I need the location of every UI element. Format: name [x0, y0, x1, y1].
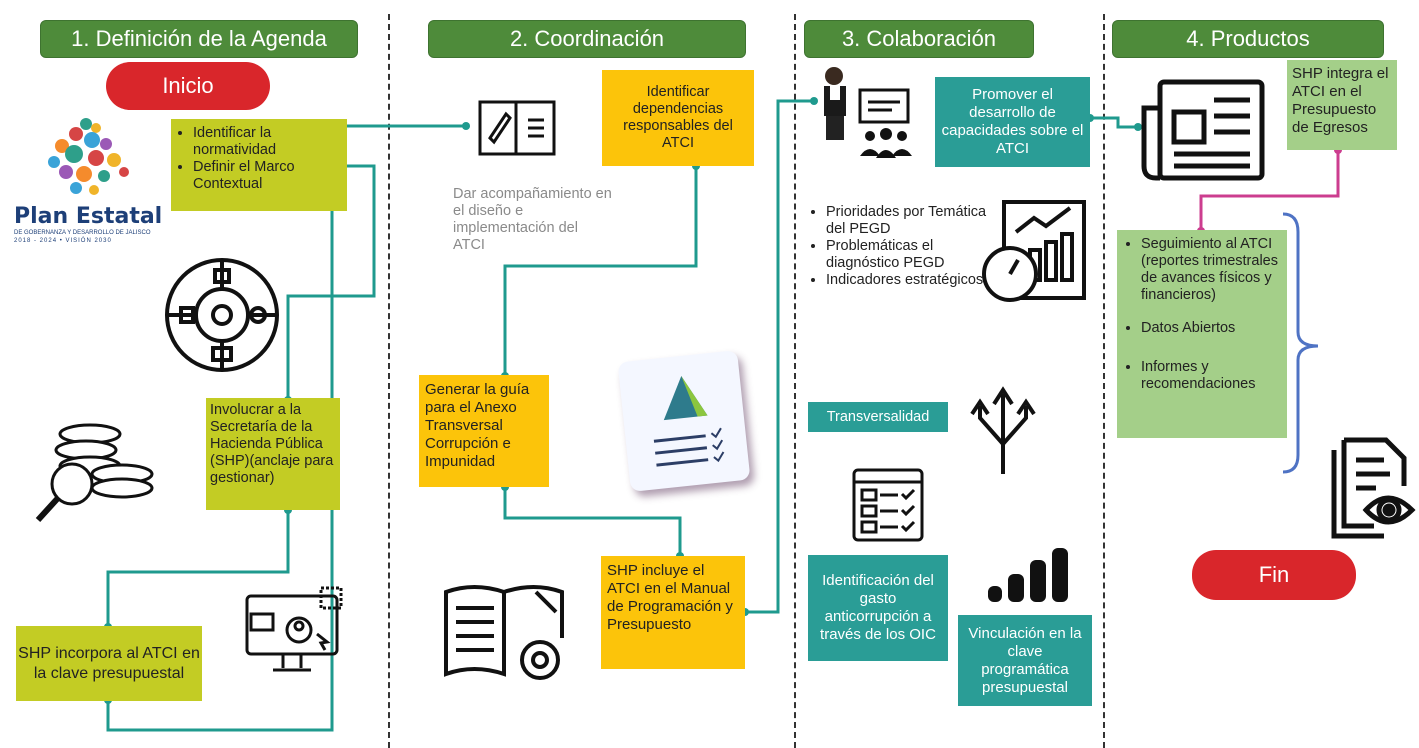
coord-box-identificar: Identificar dependencias responsables de… [602, 70, 754, 166]
plan-estatal-logo: Plan Estatal DE GOBERNANZA Y DESARROLLO … [14, 110, 164, 250]
end-pill: Fin [1192, 550, 1356, 600]
colab-box-promover: Promover el desarrollo de capacidades so… [935, 77, 1090, 167]
column-divider-3 [1103, 14, 1105, 748]
agenda-box-normatividad: Identificar la normatividad Definir el M… [171, 119, 347, 211]
priority-item-3: Indicadores estratégicos [826, 272, 998, 289]
agenda-box-clave: SHP incorpora al ATCI en la clave presup… [16, 626, 202, 701]
priority-item-2: Problemáticas el diagnóstico PEGD [826, 238, 998, 272]
start-pill: Inicio [106, 62, 270, 110]
column-divider-1 [388, 14, 390, 748]
signal-bars-icon [988, 548, 1068, 602]
follow-item-2: Datos Abiertos [1141, 320, 1281, 337]
prod-box-seguimiento: Seguimiento al ATCI (reportes trimestral… [1117, 230, 1287, 438]
priority-item-1: Prioridades por Temática del PEGD [826, 204, 998, 238]
follow-item-3: Informes y recomendaciones [1141, 359, 1281, 393]
jalisco-map-icon [48, 118, 129, 195]
presenter-audience-icon [824, 67, 912, 158]
header-coordinacion: 2. Coordinación [428, 20, 746, 58]
colab-priorities: Prioridades por Temática del PEGD Proble… [808, 204, 998, 289]
app-logo-card [617, 350, 751, 492]
logo-title: Plan Estatal [14, 204, 163, 229]
agenda-item-marco: Definir el Marco Contextual [193, 159, 341, 193]
agenda-item-normatividad: Identificar la normatividad [193, 125, 341, 159]
header-agenda: 1. Definición de la Agenda [40, 20, 358, 58]
gear-wheel-icon [165, 258, 279, 372]
checklist-window-icon [852, 468, 924, 542]
prod-box-shp: SHP integra el ATCI en el Presupuesto de… [1287, 60, 1397, 150]
newspaper-icon [1141, 79, 1265, 181]
coins-magnifier-icon [35, 423, 154, 523]
logo-years: 2018 - 2024 • VISIÓN 2030 [14, 238, 112, 244]
checklist-logo-icon [653, 376, 725, 467]
follow-item-1: Seguimiento al ATCI (reportes trimestral… [1141, 236, 1281, 304]
support-text: Dar acompañamiento en el diseño e implem… [453, 186, 612, 253]
logo-subtitle: DE GOBERNANZA Y DESARROLLO DE JALISCO [14, 230, 151, 236]
dashboard-gauge-icon [982, 200, 1086, 302]
book-gear-icon [444, 585, 564, 680]
column-divider-2 [794, 14, 796, 748]
coord-box-guia: Generar la guía para el Anexo Transversa… [419, 375, 549, 487]
coord-box-manual: SHP incluye el ATCI en el Manual de Prog… [601, 556, 745, 669]
colab-box-gasto: Identificación del gasto anticorrupción … [808, 555, 948, 661]
header-colaboracion: 3. Colaboración [804, 20, 1034, 58]
agenda-box-involucrar: Involucrar a la Secretaría de la Haciend… [206, 398, 340, 510]
online-profile-icon [245, 586, 343, 672]
header-productos: 4. Productos [1112, 20, 1384, 58]
split-arrows-icon [970, 386, 1036, 474]
colab-box-vinculacion: Vinculación en la clave programática pre… [958, 615, 1092, 706]
colab-box-transversalidad: Transversalidad [808, 402, 948, 432]
document-eye-icon [1331, 437, 1416, 539]
open-book-pen-icon [478, 100, 556, 156]
